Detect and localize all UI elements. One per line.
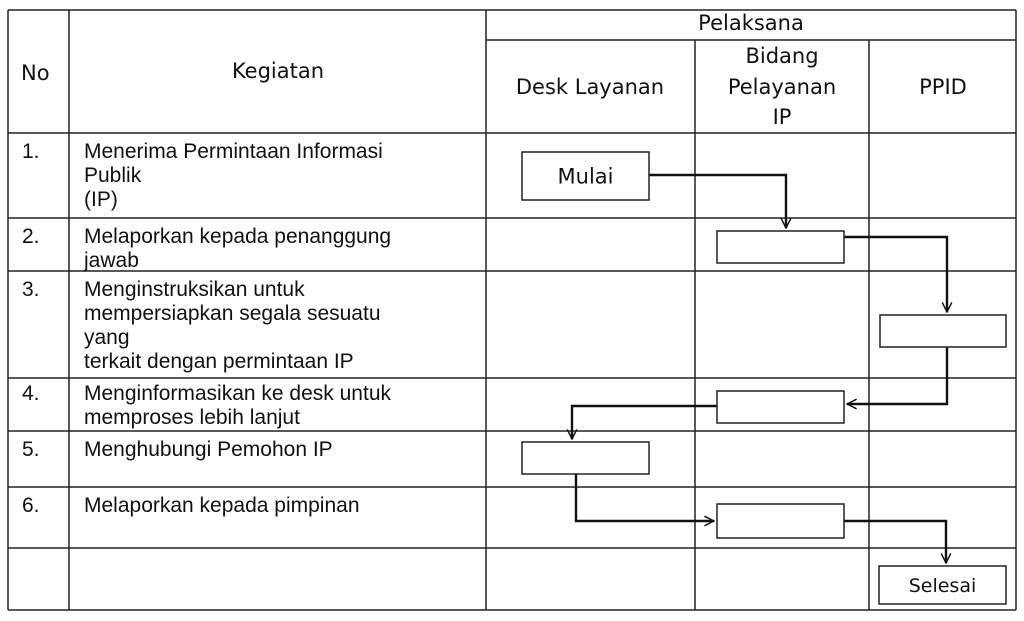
activity-text-line: Menerima Permintaan Informasi bbox=[84, 140, 383, 163]
activity-text-line: Melaporkan kepada pimpinan bbox=[84, 494, 360, 517]
activity-text-line: memproses lebih lanjut bbox=[84, 406, 300, 429]
activity-text-line: mempersiapkan segala sesuatu bbox=[84, 302, 381, 325]
activity-text-line: Menginformasikan ke desk untuk bbox=[84, 382, 391, 405]
flow-arrow bbox=[847, 347, 949, 404]
table-body: 1. Menerima Permintaan InformasiPublik(IP… bbox=[22, 140, 391, 517]
row-number: 1. bbox=[22, 140, 40, 163]
process-box-step-4 bbox=[716, 390, 845, 424]
table-grid bbox=[7, 9, 1017, 611]
header-ppid: PPID bbox=[919, 75, 967, 99]
activity-text-line: (IP) bbox=[84, 188, 118, 211]
header-bidang-line-3: IP bbox=[773, 105, 792, 129]
header-desk-layanan: Desk Layanan bbox=[516, 75, 664, 99]
flow-arrow bbox=[844, 519, 946, 563]
row-number: 4. bbox=[22, 382, 40, 405]
activity-text-line: Publik bbox=[84, 164, 142, 187]
process-box-step-2 bbox=[716, 230, 845, 264]
activity-text-line: Melaporkan kepada penanggung bbox=[84, 225, 391, 248]
process-box-step-5 bbox=[521, 441, 650, 475]
row-number: 2. bbox=[22, 225, 40, 248]
header-pelaksana: Pelaksana bbox=[698, 11, 804, 35]
header-bidang-line-2: Pelayanan bbox=[728, 75, 836, 99]
table-header: No Kegiatan Pelaksana Desk Layanan Bidan… bbox=[21, 11, 967, 129]
flow-arrow bbox=[649, 173, 786, 228]
box-mulai bbox=[521, 151, 650, 201]
flow-arrow bbox=[844, 235, 947, 312]
activity-text-line: Menghubungi Pemohon IP bbox=[84, 438, 333, 461]
row-number: 5. bbox=[22, 438, 40, 461]
activity-text-line: terkait dengan permintaan IP bbox=[84, 350, 354, 373]
box-label-selesai: Selesai bbox=[909, 575, 977, 597]
box-selesai bbox=[878, 565, 1007, 605]
row-number: 6. bbox=[22, 494, 40, 517]
process-box-step-3 bbox=[879, 314, 1007, 348]
activity-text-line: yang bbox=[84, 326, 130, 349]
header-no: No bbox=[21, 61, 50, 85]
box-label-mulai: Mulai bbox=[558, 165, 614, 189]
header-bidang-line-1: Bidang bbox=[745, 44, 818, 68]
activity-text-line: Menginstruksikan untuk bbox=[84, 278, 305, 301]
header-kegiatan: Kegiatan bbox=[232, 59, 324, 83]
flow-arrow bbox=[574, 474, 714, 521]
row-number: 3. bbox=[22, 278, 40, 301]
process-box-step-6 bbox=[716, 503, 845, 539]
flow-arrow bbox=[572, 404, 717, 439]
activity-text-line: jawab bbox=[83, 249, 139, 272]
flow-connectors bbox=[572, 173, 949, 563]
